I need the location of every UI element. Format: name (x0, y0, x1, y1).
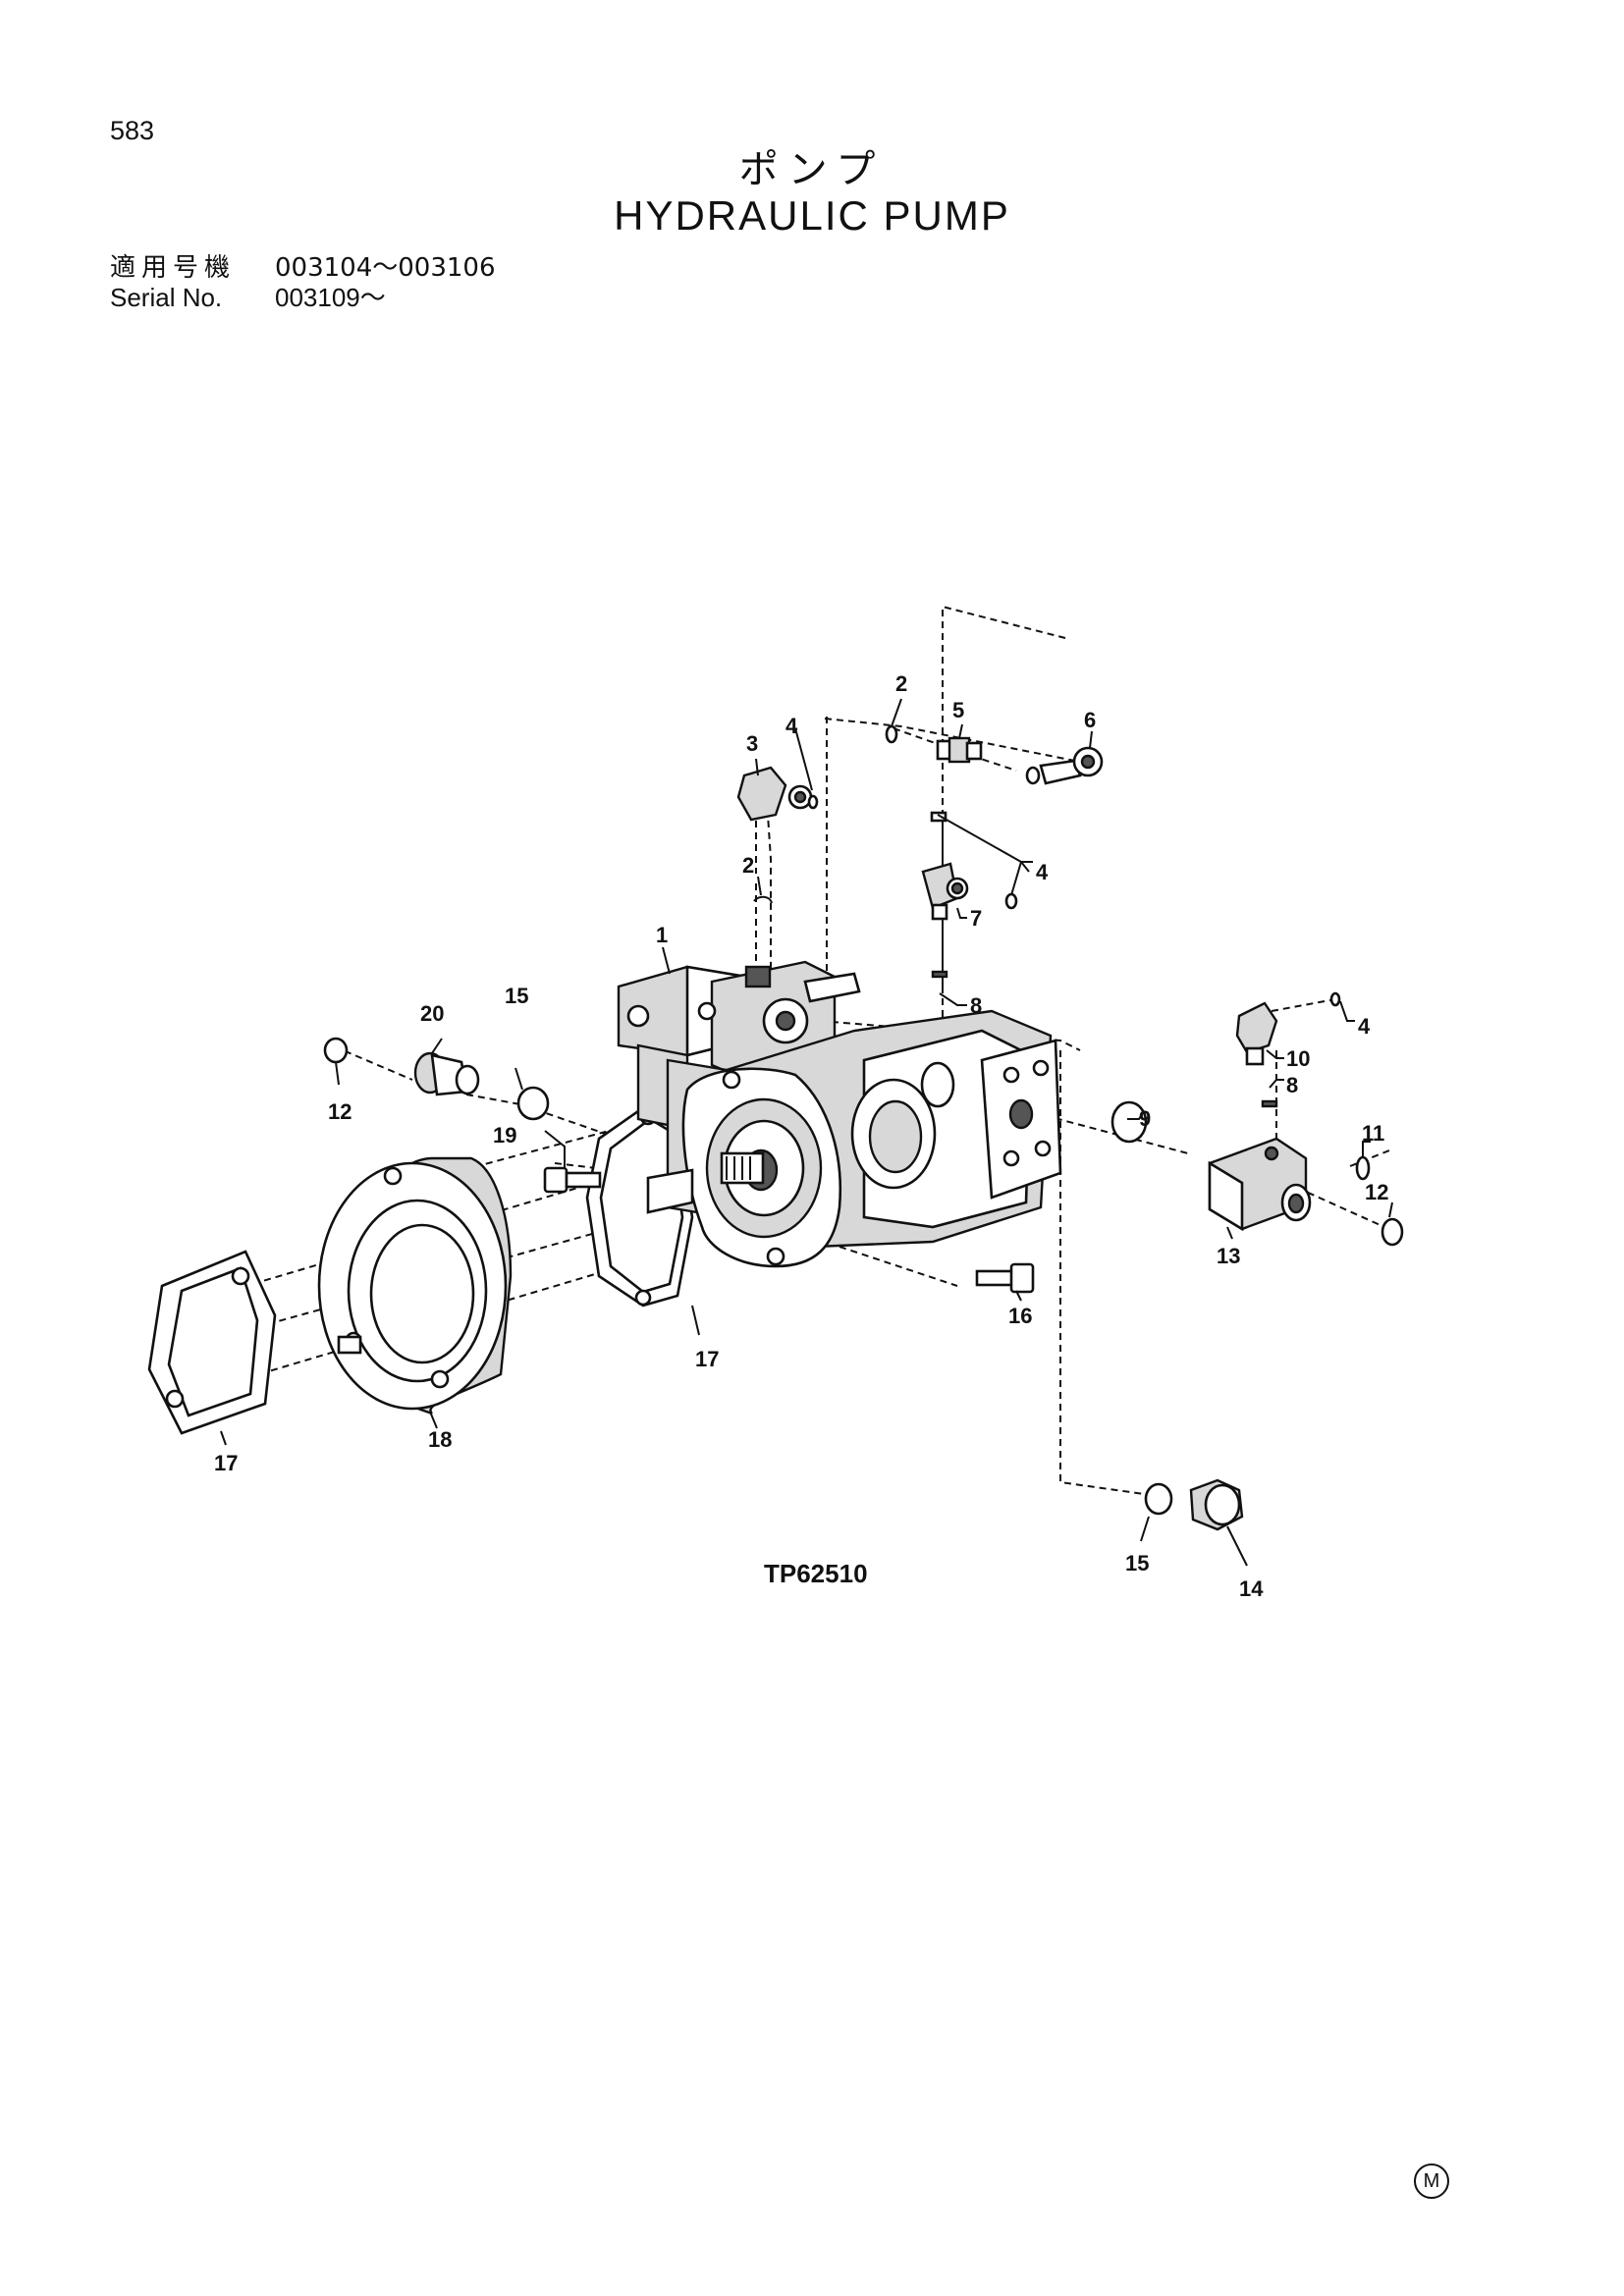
plug-14 (1189, 1478, 1244, 1531)
connector-5 (936, 736, 983, 764)
callout-8-upper: 8 (970, 993, 982, 1018)
callout-6: 6 (1084, 708, 1096, 732)
callout-17-middle: 17 (695, 1347, 719, 1371)
fitting-10 (1235, 991, 1341, 1066)
callout-20: 20 (420, 1001, 444, 1026)
gasket-left (147, 1250, 277, 1435)
callout-15-left: 15 (505, 984, 528, 1008)
callout-10: 10 (1286, 1046, 1310, 1071)
o-ring-4-mid (1004, 892, 1018, 910)
serial-row-jp: 適用号機 003104〜003106 (110, 253, 496, 283)
callout-16: 16 (1008, 1304, 1032, 1328)
page-number: 583 (110, 116, 155, 145)
fitting-7 (921, 811, 969, 921)
serial-label-en: Serial No. (110, 283, 223, 312)
callout-8-right: 8 (1286, 1073, 1298, 1097)
callout-2-top: 2 (895, 671, 907, 696)
callout-1: 1 (656, 923, 668, 947)
callout-12-left: 12 (328, 1099, 352, 1124)
callout-17-left: 17 (214, 1451, 238, 1475)
callout-19: 19 (493, 1123, 516, 1148)
title-japanese: ポンプ (738, 147, 886, 192)
callout-15-bottom: 15 (1125, 1551, 1149, 1575)
title-english: HYDRAULIC PUMP (614, 192, 1010, 239)
o-ring-15-bottom (1144, 1482, 1173, 1516)
o-ring-15-left (516, 1086, 550, 1121)
callout-4-right: 4 (1358, 1014, 1371, 1039)
callout-3: 3 (746, 731, 758, 756)
callout-18: 18 (428, 1427, 452, 1452)
serial-row-en: Serial No. 003109〜 (110, 283, 386, 312)
fitting-3 (736, 766, 813, 822)
o-ring-12-right (1380, 1217, 1404, 1247)
fitting-20 (413, 1051, 480, 1096)
part-callouts: 1 2 2 3 4 4 4 5 6 7 8 8 9 10 11 12 12 13… (214, 671, 1388, 1601)
drawing-code: TP62510 (764, 1559, 868, 1588)
serial-label-jp: 適用号機 (110, 253, 237, 283)
callout-13: 13 (1217, 1244, 1240, 1268)
serial-value-en: 003109〜 (275, 283, 386, 312)
callout-5: 5 (952, 698, 964, 722)
o-ring-4-top (807, 794, 819, 810)
o-ring-8-right (1261, 1099, 1278, 1108)
callout-12-right: 12 (1365, 1180, 1388, 1204)
serial-value-jp: 003104〜003106 (275, 253, 496, 283)
o-ring-9 (1110, 1100, 1148, 1144)
o-ring-2-top (885, 724, 898, 744)
pump-body (617, 960, 1062, 1268)
adapter-flange (317, 1156, 513, 1415)
callout-11: 11 (1362, 1121, 1384, 1146)
block-13 (1208, 1137, 1312, 1232)
footer-mark: M (1414, 2163, 1449, 2199)
bolt-16 (975, 1262, 1035, 1294)
bolt-19 (543, 1166, 602, 1194)
callout-2-lower: 2 (742, 853, 754, 878)
callout-9: 9 (1139, 1106, 1151, 1131)
o-ring-11 (1355, 1155, 1371, 1181)
o-ring-2-lower (753, 895, 773, 904)
fitting-6 (1025, 746, 1104, 785)
callout-14: 14 (1239, 1576, 1264, 1601)
callout-4-mid: 4 (1036, 860, 1049, 884)
callout-leaders (220, 698, 1393, 1567)
o-ring-8-upper (931, 970, 948, 979)
callout-7: 7 (970, 906, 982, 931)
o-ring-12-left (323, 1037, 349, 1064)
callout-4-top: 4 (785, 714, 798, 738)
